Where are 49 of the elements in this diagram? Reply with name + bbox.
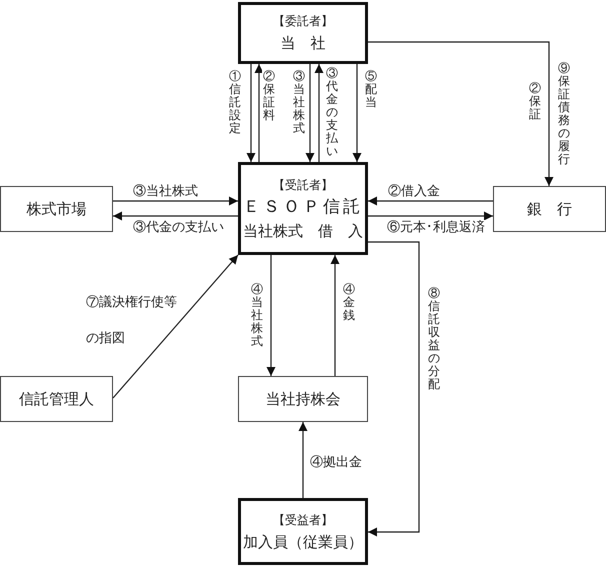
role-heading: 【受託者】 <box>273 176 333 194</box>
guarantee-note: ②保証 <box>528 82 542 121</box>
arrow <box>330 255 340 376</box>
box-text: 当 社 <box>280 33 326 54</box>
edge-label: ⑦議決権行使等の指図 <box>86 294 178 348</box>
arrow <box>113 212 238 220</box>
edge-label: ⑧信託収益の分配 <box>427 287 441 391</box>
box-text: 当社持株会 <box>266 389 340 410</box>
box-text: 信託管理人 <box>19 389 94 410</box>
box-text: 加入員（従業員） <box>243 532 363 552</box>
edge-label: ③代金の支払い <box>325 67 339 158</box>
edge-label: ④金銭 <box>342 283 356 322</box>
party-box <box>238 2 368 64</box>
arrow <box>113 196 238 206</box>
edge-label: ③当社株式 <box>133 184 198 199</box>
box-text: 当社株式 借 入 <box>243 220 363 242</box>
beneficiary-box <box>238 498 368 565</box>
arrow <box>368 212 493 220</box>
arrow <box>246 64 256 162</box>
trust-box <box>238 162 368 255</box>
role-heading: 【委託者】 <box>273 13 333 30</box>
arrow <box>254 64 264 162</box>
administrator-box <box>0 376 113 422</box>
arrow <box>352 64 362 162</box>
market-box <box>0 186 113 232</box>
box-text: ＥＳＯＰ信託 <box>243 196 363 218</box>
arrow <box>368 241 420 536</box>
arrow <box>112 254 238 398</box>
edge-label: ②保証料 <box>262 70 276 122</box>
edge-label: ⑥元本･利息返済 <box>387 220 485 235</box>
arrow <box>368 41 554 186</box>
arrow <box>298 422 308 498</box>
edge-label: ⑤配当 <box>364 70 378 109</box>
edge-label: ⑨保証債務の履行 <box>557 62 571 166</box>
box-text: 銀 行 <box>527 199 572 220</box>
arrow <box>266 255 276 376</box>
role-heading: 【受益者】 <box>273 512 333 528</box>
edge-label: ④当社株式 <box>250 283 264 348</box>
arrow <box>368 196 493 206</box>
bank-box <box>493 186 606 232</box>
edge-label: ③代金の支払い <box>133 220 224 235</box>
box-text: 株式市場 <box>26 199 86 220</box>
arrow <box>314 64 324 162</box>
edge-label: ③当社株式 <box>292 70 306 135</box>
arrow <box>306 64 314 162</box>
edge-label: ②借入金 <box>388 184 440 199</box>
association-box <box>238 376 368 422</box>
edge-label: ④拠出金 <box>310 455 362 470</box>
edge-label: ①信託設定 <box>228 70 242 135</box>
